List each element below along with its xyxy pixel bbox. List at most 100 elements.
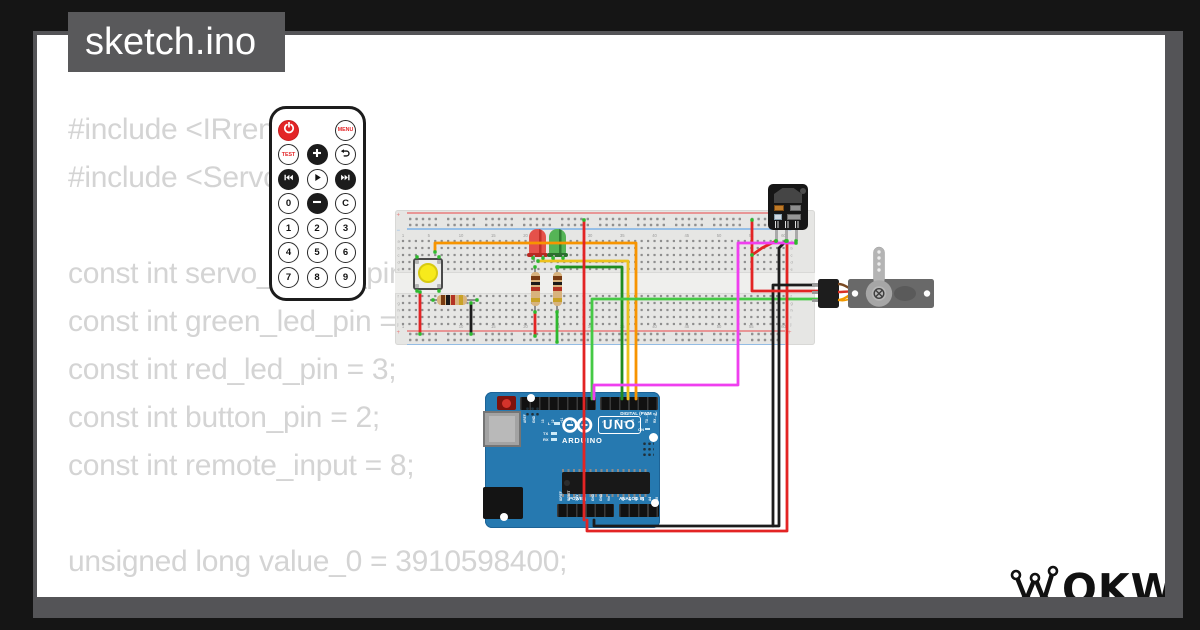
svg-text:35: 35 [620,233,625,238]
servo-horn-hole [877,250,881,254]
rx-label: RX [543,437,549,442]
resistor-band [552,298,562,302]
servo-horn-hole [877,262,881,266]
play-icon [312,170,323,188]
servo-screw-icon [873,288,885,300]
svg-text:h: h [398,308,400,313]
remote-button-2[interactable]: 2 [306,217,328,239]
svg-text:45: 45 [684,233,689,238]
remote-button-9[interactable]: 9 [335,266,356,288]
remote-button-6[interactable]: 6 [335,242,356,263]
reset-button[interactable] [497,396,516,410]
arduino-uno[interactable]: DIGITAL (PWM ~) UNO ARDUINO L TX RX ON P… [483,392,660,528]
remote-button-3[interactable]: 3 [335,217,356,239]
ir-module-hole [800,188,806,194]
ir-receiver-module[interactable] [768,184,808,241]
svg-text:40: 40 [652,324,657,329]
digital-header-2 [600,397,658,410]
remote-button-minus[interactable] [306,193,328,214]
remote-button-c[interactable]: C [335,193,356,214]
servo-motor[interactable] [812,243,937,315]
pin-label: 4 [623,421,628,423]
green-led-leg [562,255,564,262]
remote-button-power[interactable] [278,119,299,141]
svg-text:50: 50 [717,324,722,329]
servo-horn-hole [877,268,881,272]
pushbutton-cap[interactable] [418,263,438,283]
resistor-button[interactable] [430,295,478,305]
resistor-red-led[interactable] [530,266,540,312]
svg-text:55: 55 [749,324,754,329]
remote-button-test[interactable]: TEST [278,144,299,165]
remote-button-4[interactable]: 4 [278,242,299,263]
pin-label: ~5 [616,419,621,423]
next-icon [340,170,351,188]
svg-text:60: 60 [781,324,786,329]
svg-text:h: h [791,308,793,313]
remote-button-return[interactable] [335,144,356,165]
remote-button-5[interactable]: 5 [306,242,328,263]
green-led-flange [547,253,568,257]
icsp-header [525,406,539,417]
ir-pin-marking [795,221,799,228]
pin-label: IOREF [559,491,563,501]
remote-button-1[interactable]: 1 [278,217,299,239]
pushbutton-pin [415,260,419,264]
svg-text:e: e [791,267,794,272]
mounting-hole [649,433,658,442]
pin-label: 7 [601,421,606,423]
resistor-band [451,295,455,305]
pin-label: 12 [550,419,555,423]
breadboard-grid: +−++−+1155101015152020252530303535404045… [395,212,815,346]
svg-text:35: 35 [620,324,625,329]
resistor-band [552,287,562,291]
remote-button-7[interactable]: 7 [278,266,299,288]
pin-label: A4 [647,496,652,501]
code-line: const int red_led_pin = 3; [68,353,397,386]
green-led[interactable] [547,229,568,262]
svg-text:−: − [397,228,401,234]
power-header [557,504,614,517]
pushbutton[interactable] [411,254,445,294]
remote-button-plus[interactable] [306,144,328,165]
pin-label: 2 [638,421,642,423]
breadboard[interactable]: +−++−+1155101015152020252530303535404045… [395,210,815,346]
pin-label: ~11 [560,417,565,423]
pin-label: A0 [621,496,625,501]
svg-text:−: − [788,228,792,234]
red-led[interactable] [527,229,548,262]
svg-text:1: 1 [402,233,405,238]
pushbutton-pin [415,284,419,288]
remote-button-prev[interactable] [278,168,299,190]
svg-text:+: + [788,330,792,336]
svg-text:40: 40 [652,233,657,238]
ir-pin-marking [785,221,789,228]
mounting-hole [500,513,508,521]
svg-text:c: c [791,253,793,258]
remote-button-8[interactable]: 8 [306,266,328,288]
ir-module-pin [795,230,798,241]
pin-label: RESET [567,490,571,501]
ir-module-pin [775,230,778,241]
svg-text:d: d [791,260,793,265]
servo-mount-hole [923,290,931,297]
svg-text:60: 60 [781,233,786,238]
tx-indicator [551,432,557,435]
pin-label: TX→1 [645,413,650,423]
rx-indicator [551,438,557,441]
resistor-green-led[interactable] [552,266,562,312]
remote-button-play[interactable] [306,168,328,190]
resistor-band [446,295,450,305]
power-label: POWER [569,496,587,501]
remote-button-0[interactable]: 0 [278,193,299,214]
remote-button-next[interactable] [335,168,356,190]
resistor-band [552,281,562,285]
pin-label: A1 [627,496,632,501]
svg-text:+: + [397,330,401,336]
logo-letters: OKW [1062,565,1165,597]
resistor-band [530,298,540,302]
remote-button-menu[interactable]: MENU [335,119,356,141]
resistor-band [552,276,562,280]
green-led-leg [553,255,555,262]
